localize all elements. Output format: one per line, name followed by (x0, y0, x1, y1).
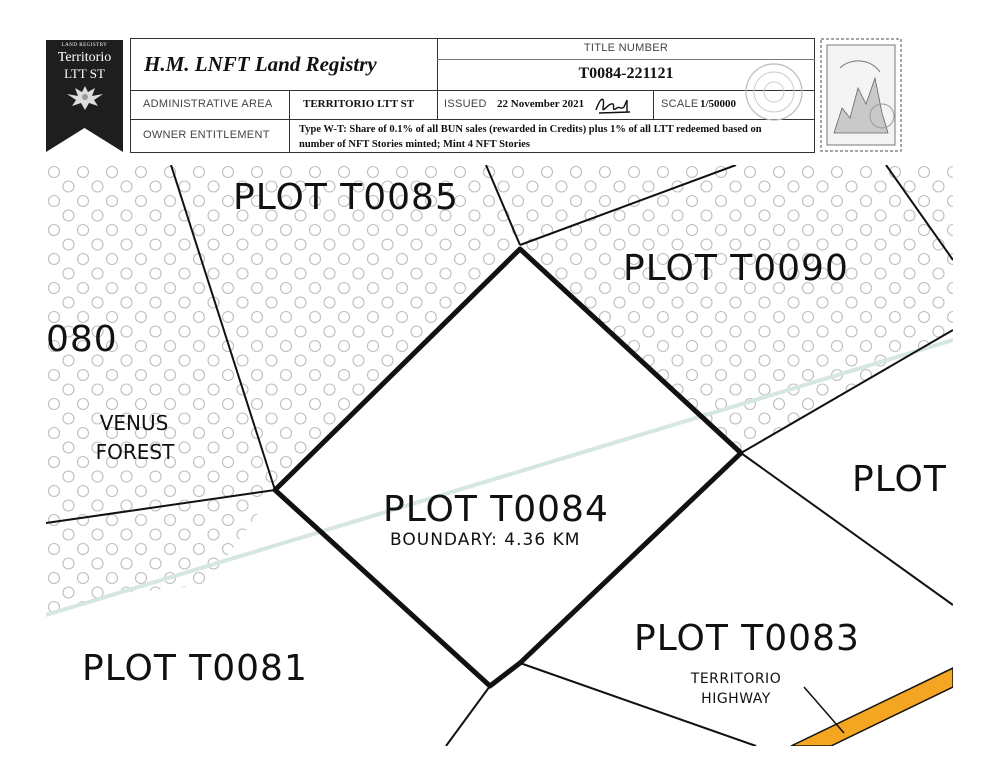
forest-area (46, 165, 953, 523)
title-header-table: H.M. LNFT Land Registry TITLE NUMBER T00… (130, 38, 815, 153)
plot-t0085-label: PLOT T0085 (233, 177, 459, 218)
issued-label: ISSUED (444, 98, 487, 110)
banner-line2: LTT ST (64, 66, 105, 81)
postage-stamp-icon (820, 38, 902, 152)
highway-label-line1: TERRITORIO (690, 671, 782, 687)
scale-value: 1/50000 (700, 98, 737, 110)
venus-forest-line1: VENUS (99, 411, 169, 435)
river (46, 338, 953, 617)
plot-t0083-label: PLOT T0083 (634, 618, 860, 659)
plot-t0081-label: PLOT T0081 (82, 648, 308, 689)
admin-area-label: ADMINISTRATIVE AREA (143, 98, 273, 110)
owner-entitlement-label: OWNER ENTITLEMENT (143, 129, 270, 141)
plot-t0084-boundary-length: BOUNDARY: 4.36 KM (390, 530, 581, 550)
owner-entitlement-line2: number of NFT Stories minted; Mint 4 NFT… (299, 139, 530, 150)
banner-line1: Territorio (57, 50, 112, 65)
official-seal-icon (745, 63, 803, 121)
owner-entitlement-line1: Type W-T: Share of 0.1% of all BUN sales… (299, 124, 762, 135)
highway-label-line2: HIGHWAY (701, 691, 771, 707)
highway-leader (803, 686, 845, 734)
signature-icon (595, 98, 631, 114)
forest-area-lower-left (46, 490, 275, 617)
plot-map: PLOT T0085 PLOT T0090 080 VENUS FOREST P… (46, 165, 953, 746)
highway (790, 667, 953, 746)
title-number: T0084-221121 (578, 65, 674, 82)
territory-banner: LAND REGISTRY Territorio LTT ST (46, 40, 123, 152)
plot-t0090-label: PLOT T0090 (623, 248, 849, 289)
scale-label: SCALE (661, 98, 699, 110)
title-number-label: TITLE NUMBER (583, 42, 669, 54)
banner-small-text: LAND REGISTRY (61, 43, 108, 48)
registry-title: H.M. LNFT Land Registry (144, 52, 377, 76)
plot-t0084-boundary (272, 246, 744, 689)
plot-right-label: PLOT (852, 459, 947, 500)
issued-date: 22 November 2021 (497, 98, 585, 110)
plot-t0084-label: PLOT T0084 (383, 489, 609, 530)
venus-forest-line2: FOREST (95, 440, 175, 464)
eagle-crest-icon (67, 86, 103, 110)
admin-area-value: TERRITORIO LTT ST (303, 98, 415, 110)
plot-t0080-label: 080 (46, 319, 118, 360)
